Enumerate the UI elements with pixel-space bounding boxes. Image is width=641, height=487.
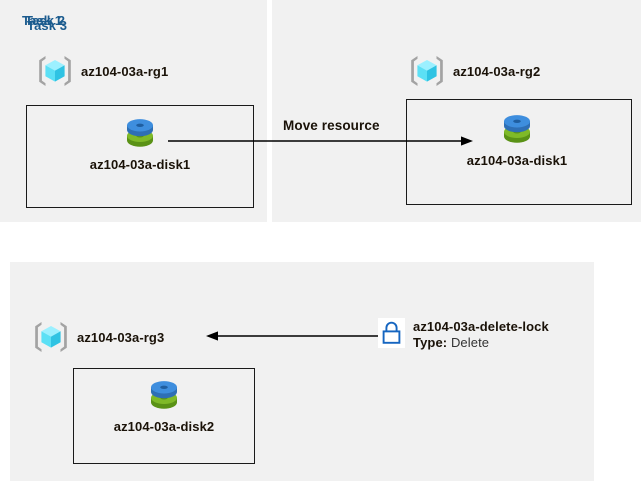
resource-group-header-task-2: az104-03a-rg2 bbox=[408, 53, 540, 89]
panel-task-2 bbox=[272, 0, 641, 222]
panel-title-task-2: Task 2 bbox=[25, 13, 66, 28]
delete-lock-type-key: Type: bbox=[413, 335, 448, 350]
panel-task-3 bbox=[10, 262, 594, 481]
delete-lock-text: az104-03a-delete-lock Type: Delete bbox=[413, 318, 549, 350]
lock-icon bbox=[378, 318, 405, 348]
disk-label-task-1: az104-03a-disk1 bbox=[89, 157, 191, 172]
panel-title-task-1: Task 1 bbox=[22, 13, 63, 28]
resource-group-label-task-1: az104-03a-rg1 bbox=[81, 63, 169, 79]
resource-group-header-task-1: az104-03a-rg1 bbox=[36, 53, 168, 89]
managed-disk-icon bbox=[143, 374, 185, 416]
resource-group-box-task-3 bbox=[73, 368, 255, 464]
delete-lock-type-row: Type: Delete bbox=[413, 335, 549, 350]
resource-group-label-task-2: az104-03a-rg2 bbox=[453, 63, 541, 79]
resource-group-label-task-3: az104-03a-rg3 bbox=[77, 329, 165, 345]
resource-group-box-task-1 bbox=[26, 105, 254, 208]
connector-delete-lock-arrow bbox=[206, 331, 378, 341]
disk-label-task-3: az104-03a-disk2 bbox=[113, 419, 215, 434]
disk-node-task-2: az104-03a-disk1 bbox=[455, 108, 579, 168]
resource-group-icon bbox=[408, 53, 446, 89]
disk-node-task-3: az104-03a-disk2 bbox=[102, 374, 226, 434]
disk-node-task-1: az104-03a-disk1 bbox=[78, 112, 202, 172]
connector-move-resource-arrow bbox=[168, 136, 473, 146]
delete-lock-name: az104-03a-delete-lock bbox=[413, 319, 549, 334]
managed-disk-icon bbox=[496, 108, 538, 150]
delete-lock-type-value: Delete bbox=[450, 335, 490, 350]
resource-group-icon bbox=[36, 53, 74, 89]
resource-group-header-task-3: az104-03a-rg3 bbox=[32, 319, 164, 355]
disk-label-task-2: az104-03a-disk1 bbox=[466, 153, 568, 168]
resource-group-icon bbox=[32, 319, 70, 355]
managed-disk-icon bbox=[119, 112, 161, 154]
connector-label-move-resource: Move resource bbox=[283, 118, 380, 133]
delete-lock-annotation: az104-03a-delete-lock Type: Delete bbox=[378, 318, 549, 350]
panel-task-1 bbox=[0, 0, 267, 222]
resource-group-box-task-2 bbox=[406, 99, 632, 205]
panel-title-task-3: Task 3 bbox=[27, 18, 68, 33]
